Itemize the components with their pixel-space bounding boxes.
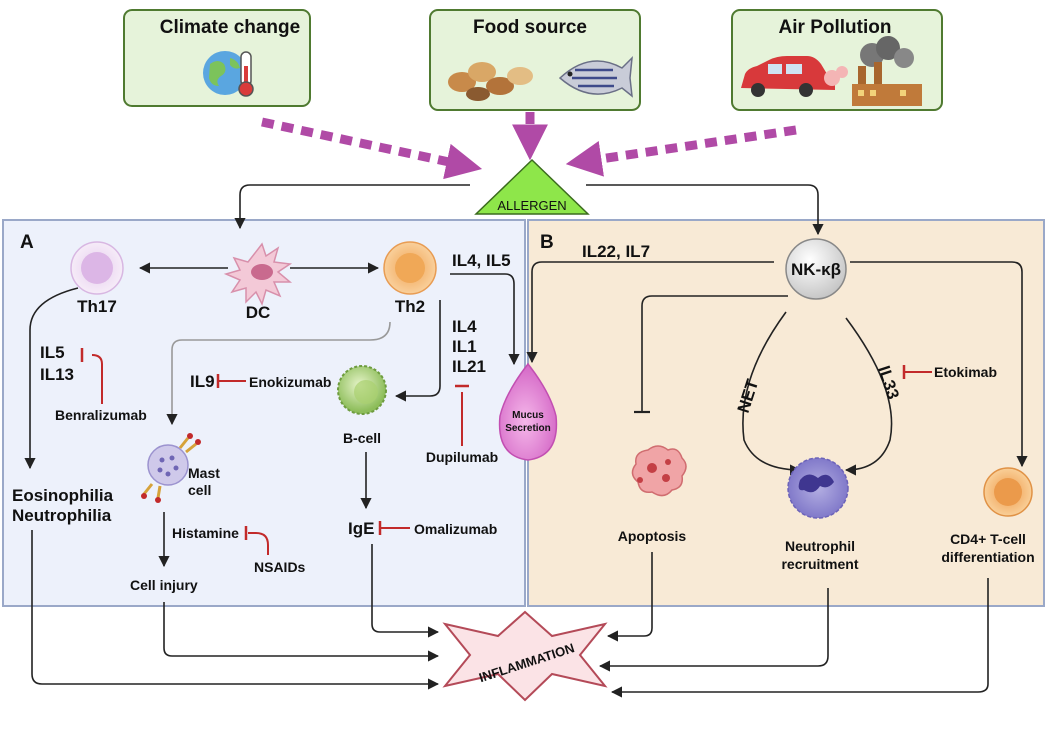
net-arrow: [742, 311, 802, 476]
inflammation-input-arrows: [31, 530, 989, 698]
il9-label: IL9: [190, 372, 215, 391]
il22-il7-label: IL22, IL7: [582, 242, 650, 261]
climate-change-box: Climate change: [123, 9, 311, 107]
omalizumab-label: Omalizumab: [414, 521, 497, 537]
il21-label: IL21: [452, 357, 486, 376]
panel-a-letter: A: [20, 232, 34, 253]
il22-il7-arrow: [526, 261, 774, 364]
climate-change-label: Climate change: [160, 17, 300, 38]
air-pollution-box: Air Pollution: [731, 9, 943, 111]
nfkb-to-cd4-arrow: [850, 261, 1028, 468]
food-source-label: Food source: [473, 17, 587, 38]
nfkb-to-apoptosis-inhibition: [641, 295, 788, 412]
panel-b-letter: B: [540, 232, 554, 253]
cd4-label-2: differentiation: [941, 549, 1034, 565]
nfkb-node: [785, 238, 847, 300]
mast-label-2: cell: [188, 482, 211, 498]
benralizumab-inhibitor: [91, 354, 103, 404]
cell-injury-label: Cell injury: [130, 577, 198, 593]
bcell-icon: [337, 365, 387, 415]
neutrophil-icon: [787, 457, 849, 519]
il33-arrow: [844, 317, 893, 476]
nsaids-label: NSAIDs: [254, 559, 306, 575]
allergen-node: ALLERGEN: [474, 158, 590, 215]
nuts-icon: [448, 62, 533, 101]
th2-label: Th2: [395, 297, 425, 316]
il4-label: IL4: [452, 317, 477, 336]
mucus-droplet-icon: [498, 362, 558, 461]
dendritic-cell-icon: [223, 242, 293, 307]
air-pollution-label: Air Pollution: [779, 17, 892, 38]
fish-icon: [558, 55, 633, 98]
dc-label: DC: [246, 303, 271, 322]
food-source-box: Food source: [429, 9, 641, 111]
th2-to-mast-cell-arrow: [166, 321, 391, 426]
inflammation-node: INFLAMMATION: [442, 610, 608, 702]
bcell-label: B-cell: [343, 430, 381, 446]
mucus-label-2: Secretion: [505, 423, 551, 434]
th17-label: Th17: [77, 297, 117, 316]
neutrophil-label-1: Neutrophil: [785, 538, 855, 554]
il5-label: IL5: [40, 343, 65, 362]
neutrophilia-label: Neutrophilia: [12, 506, 112, 525]
mast-label-1: Mast: [188, 465, 220, 481]
nsaids-inhibitor: [248, 532, 269, 555]
neutrophil-label-2: recruitment: [781, 556, 858, 572]
dashed-arrows: [261, 112, 797, 180]
th17-cell: [70, 241, 124, 295]
factory-icon: [852, 36, 922, 106]
allergen-label: ALLERGEN: [497, 198, 566, 213]
il4-il5-arrow: [450, 273, 520, 366]
enokizumab-label: Enokizumab: [249, 374, 331, 390]
il13-label: IL13: [40, 365, 74, 384]
mucus-label-1: Mucus: [512, 410, 544, 421]
il4-il5-label: IL4, IL5: [452, 251, 511, 270]
globe-thermometer-icon: [203, 51, 254, 97]
apoptosis-label: Apoptosis: [618, 528, 687, 544]
eosinophilia-label: Eosinophilia: [12, 486, 114, 505]
benralizumab-label: Benralizumab: [55, 407, 147, 423]
th2-to-bcell-arrow: [394, 300, 441, 402]
allergen-branch-arrows: [234, 184, 824, 236]
etokimab-label: Etokimab: [934, 364, 997, 380]
histamine-label: Histamine: [172, 525, 239, 541]
il1-label: IL1: [452, 337, 477, 356]
car-icon: [741, 56, 848, 97]
cd4-label-1: CD4+ T-cell: [950, 531, 1026, 547]
cd4-tcell-icon: [983, 467, 1033, 517]
mast-cell-icon: [141, 433, 201, 503]
th17-to-eosinophilia-arrow: [24, 287, 79, 470]
dupilumab-label: Dupilumab: [426, 449, 498, 465]
th2-cell: [383, 241, 437, 295]
apoptotic-cell-icon: [631, 445, 687, 497]
panel-b: [527, 219, 1045, 607]
ige-label: IgE: [348, 519, 374, 538]
nfkb-label: NK-κβ: [791, 260, 841, 279]
